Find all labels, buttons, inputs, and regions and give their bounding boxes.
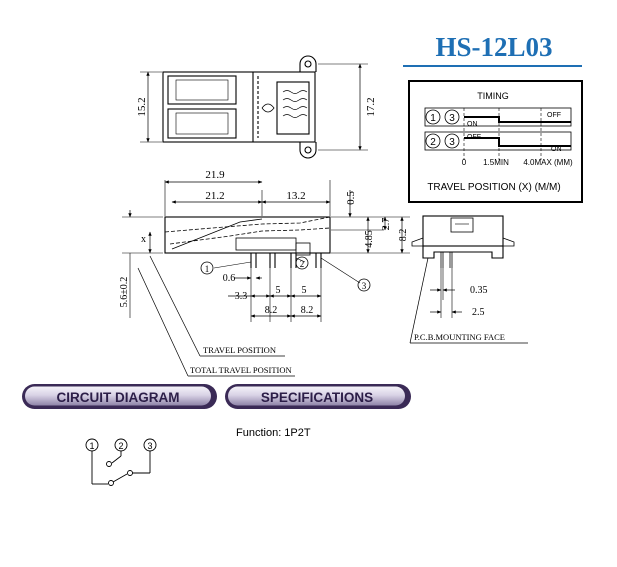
timing-row1-pin-a: 1 bbox=[430, 113, 436, 124]
timing-axis-0: 0 bbox=[462, 158, 467, 167]
pin1-callout-icon bbox=[200, 261, 214, 275]
title: HS-12L03 bbox=[435, 32, 552, 62]
dim-2-5: 2.5 bbox=[472, 307, 485, 318]
timing-axis-1-5: 1.5MIN bbox=[483, 158, 509, 167]
circuit-pin3-label: 3 bbox=[147, 441, 152, 451]
timing-row1-on: ON bbox=[467, 121, 478, 128]
specifications-pill: SPECIFICATIONS bbox=[225, 384, 411, 409]
pcb-mounting-face-label: P.C.B.MOUNTING FACE bbox=[414, 332, 505, 342]
timing-axis-4-0: 4.0MAX (MM) bbox=[523, 158, 573, 167]
dim-8-2-a: 8.2 bbox=[265, 305, 278, 316]
dim-2-7: 2.7 bbox=[381, 218, 392, 231]
end-view bbox=[409, 215, 528, 344]
dim-0-5: 0.5 bbox=[345, 191, 357, 205]
dim-5-b: 5 bbox=[302, 285, 307, 296]
dim-0-35: 0.35 bbox=[470, 285, 488, 296]
pin1-callout-label: 1 bbox=[205, 264, 210, 274]
dim-15-2: 15.2 bbox=[136, 97, 148, 116]
dim-8-2-b: 8.2 bbox=[301, 305, 314, 316]
timing-row1-pin3-icon bbox=[444, 109, 460, 125]
top-view bbox=[140, 55, 368, 159]
specifications-heading: SPECIFICATIONS bbox=[261, 390, 373, 405]
dim-3-3: 3.3 bbox=[235, 291, 248, 302]
timing-row1-pin-b: 3 bbox=[449, 113, 455, 124]
timing-row2-on: ON bbox=[551, 146, 562, 153]
function-text: Function: 1P2T bbox=[236, 427, 311, 439]
circuit-diagram bbox=[85, 438, 157, 486]
timing-heading: TIMING bbox=[477, 91, 509, 101]
timing-row2-pin2-icon bbox=[425, 133, 441, 149]
dim-5-6: 5.6±0.2 bbox=[119, 277, 130, 308]
pin2-callout-label: 2 bbox=[300, 259, 305, 269]
timing-chart bbox=[408, 80, 583, 203]
timing-row2-pin-b: 3 bbox=[449, 137, 455, 148]
dim-21-9: 21.9 bbox=[205, 169, 225, 181]
circuit-pin2-label: 2 bbox=[118, 441, 123, 451]
circuit-diagram-heading: CIRCUIT DIAGRAM bbox=[57, 390, 180, 405]
dim-x: x bbox=[141, 234, 146, 245]
total-travel-position-label: TOTAL TRAVEL POSITION bbox=[190, 365, 292, 375]
dim-5-a: 5 bbox=[276, 285, 281, 296]
dim-8-2-vertical: 8.2 bbox=[398, 229, 409, 242]
timing-row2-pin-a: 2 bbox=[430, 137, 436, 148]
dim-17-2: 17.2 bbox=[365, 97, 377, 116]
pin3-callout-icon bbox=[357, 278, 371, 292]
timing-row1-off: OFF bbox=[547, 112, 561, 119]
circuit-pin1-label: 1 bbox=[89, 441, 94, 451]
timing-footer: TRAVEL POSITION (X) (M/M) bbox=[427, 182, 560, 193]
pin3-callout-label: 3 bbox=[362, 281, 367, 291]
pin2-callout-icon bbox=[295, 256, 309, 270]
timing-row2-off: OFF bbox=[467, 134, 481, 141]
travel-position-label: TRAVEL POSITION bbox=[203, 345, 276, 355]
dim-13-2: 13.2 bbox=[286, 190, 305, 202]
timing-row1-pin1-icon bbox=[425, 109, 441, 125]
timing-row2-pin3-icon bbox=[444, 133, 460, 149]
dim-21-2: 21.2 bbox=[205, 190, 224, 202]
side-view bbox=[122, 180, 410, 377]
circuit-diagram-pill: CIRCUIT DIAGRAM bbox=[22, 384, 217, 409]
dim-4-85: 4.85 bbox=[364, 230, 375, 248]
dim-0-6: 0.6 bbox=[223, 273, 236, 284]
